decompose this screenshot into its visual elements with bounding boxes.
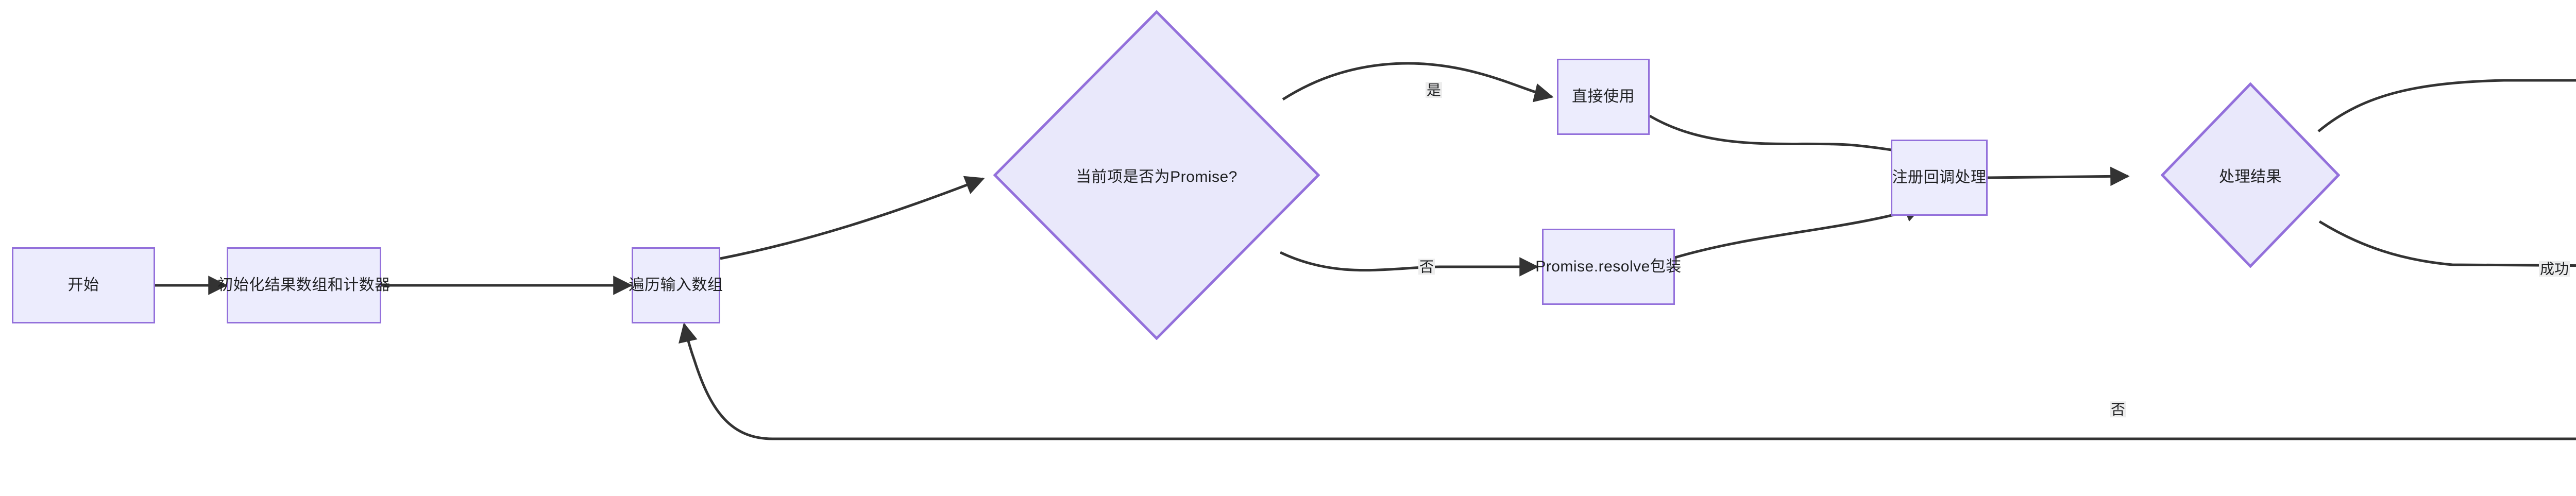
- edge-label-no-promise: 否: [1418, 259, 1435, 275]
- node-is-promise[interactable]: 当前项是否为Promise?: [993, 10, 1320, 340]
- node-register-callback[interactable]: 注册回调处理: [1891, 140, 1988, 216]
- node-iterate[interactable]: 遍历输入数组: [629, 247, 723, 323]
- node-iterate-label: 遍历输入数组: [629, 277, 723, 294]
- node-init[interactable]: 初始化结果数组和计数器: [217, 247, 390, 323]
- node-use-direct[interactable]: 直接使用: [1557, 59, 1650, 135]
- edge-alldone-iterate: [679, 322, 2576, 440]
- node-init-label: 初始化结果数组和计数器: [217, 277, 391, 294]
- node-use-direct-label: 直接使用: [1572, 88, 1635, 106]
- node-wrap-resolve[interactable]: Promise.resolve包装: [1535, 229, 1681, 305]
- node-is-promise-label: 当前项是否为Promise?: [1076, 168, 1238, 185]
- edge-label-no-alldone: 否: [2109, 401, 2127, 418]
- node-handle-result-label: 处理结果: [2219, 168, 2282, 185]
- edge-label-yes-promise: 是: [1425, 82, 1443, 98]
- edge-result-reject: [2317, 79, 2576, 132]
- node-register-callback-label: 注册回调处理: [1892, 169, 1987, 186]
- edge-label-success: 成功: [2538, 261, 2570, 277]
- edge-ispromise-usedirect: [1282, 62, 1554, 102]
- edge-wrap-register: [1674, 203, 1924, 259]
- node-start-label: 开始: [67, 277, 99, 294]
- edge-register-result: [1987, 166, 2130, 186]
- edge-result-store: [2318, 220, 2576, 267]
- node-start[interactable]: 开始: [12, 247, 155, 323]
- node-wrap-resolve-label: Promise.resolve包装: [1535, 258, 1682, 276]
- edge-iterate-ispromise: [720, 176, 985, 260]
- diamond-shape: [993, 10, 1320, 340]
- diamond-shape: [2161, 82, 2340, 268]
- edge-usedirect-register: [1649, 114, 1914, 160]
- node-handle-result[interactable]: 处理结果: [2161, 82, 2340, 268]
